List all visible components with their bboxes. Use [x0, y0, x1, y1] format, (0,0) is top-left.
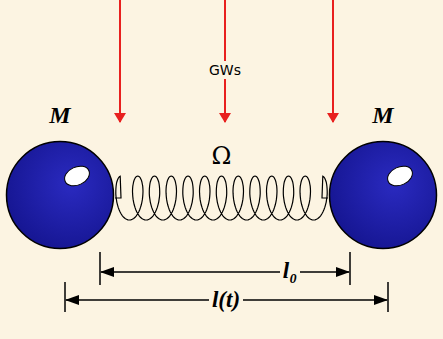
sphere-shape	[5, 140, 115, 250]
sphere-shape	[328, 140, 438, 250]
dimension-lines	[65, 252, 388, 312]
gw-arrows	[120, 0, 333, 122]
dimension-label: l₀	[280, 259, 300, 282]
mass-sphere: M	[328, 140, 438, 250]
dimension-label: l(t)	[209, 288, 243, 311]
wave-label: GWs	[208, 61, 242, 79]
spring-label: Ω	[212, 144, 232, 168]
spring	[115, 176, 328, 220]
mass-label: M	[328, 102, 438, 129]
mass-label: M	[5, 102, 115, 129]
mass-sphere: M	[5, 140, 115, 250]
